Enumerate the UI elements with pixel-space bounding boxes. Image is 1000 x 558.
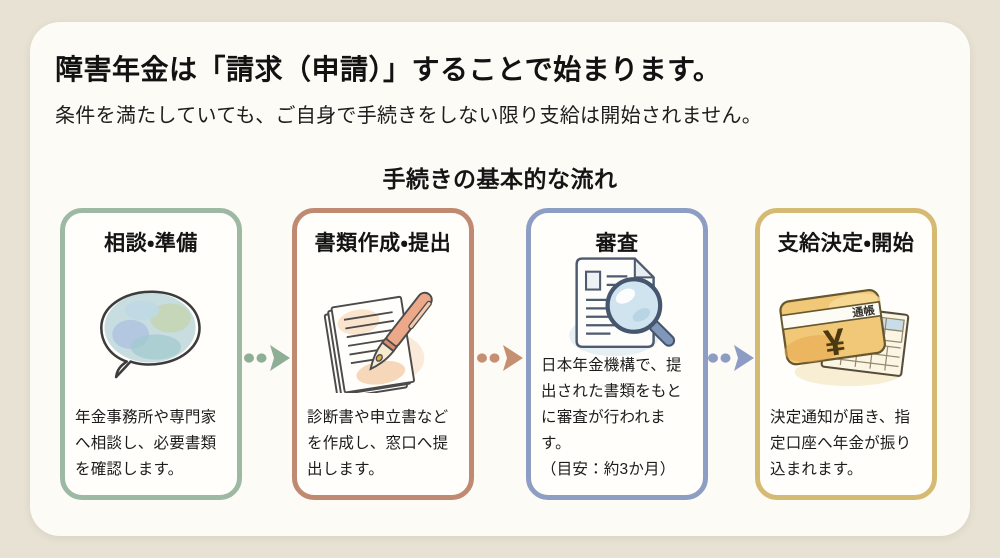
step-card-review: 審査 日本年金機構で、提 出された書類をもと に審査が行われます。 （目安：約3… — [526, 208, 708, 500]
step-card-documents: 書類作成・提出 — [292, 208, 474, 500]
step-card-consultation: 相談・準備 年金事務所や専門家 へ相談し、必要書類 を確認します。 — [60, 208, 242, 500]
step-description: 決定通知が届き、指 定口座へ年金が振り 込まれます。 — [770, 409, 912, 478]
document-magnifier-icon — [569, 256, 676, 356]
flow-heading: 手続きの基本的な流れ — [382, 166, 618, 192]
step-icon-wrap — [65, 257, 237, 405]
step-icon-wrap: 通帳 ¥ — [760, 257, 932, 405]
passbook-label: 通帳 — [851, 302, 876, 319]
step-title: 書類作成・提出 — [314, 232, 452, 255]
step-description: 日本年金機構で、提 出された書類をもと に審査が行われます。 （目安：約3か月） — [541, 357, 682, 478]
page-subtitle: 条件を満たしていても、ご自身で手続きをしない限り支給は開始されません。 — [55, 105, 763, 127]
step-icon-wrap — [531, 256, 703, 356]
passbook-icon: 通帳 ¥ — [779, 288, 910, 386]
speech-bubble-icon — [100, 289, 201, 378]
page-title: 障害年金は「請求（申請）」することで始まります。 — [55, 54, 722, 85]
step-description: 診断書や申立書など を作成し、窓口へ提 出します。 — [307, 409, 449, 478]
step-description: 年金事務所や専門家 へ相談し、必要書類 を確認します。 — [75, 409, 217, 478]
content-panel: 障害年金は「請求（申請）」することで始まります。 条件を満たしていても、ご自身で… — [30, 22, 970, 536]
documents-pen-icon — [323, 291, 433, 393]
step-card-payment: 支給決定・開始 通帳 ¥ — [755, 208, 937, 500]
step-title: 審査 — [595, 232, 639, 255]
step-icon-wrap — [297, 257, 469, 405]
flow-arrow-icon — [244, 342, 290, 374]
step-title: 支給決定・開始 — [777, 232, 915, 255]
flow-arrow-icon — [477, 342, 523, 374]
step-title: 相談・準備 — [104, 232, 198, 255]
flow-arrow-icon — [708, 342, 754, 374]
